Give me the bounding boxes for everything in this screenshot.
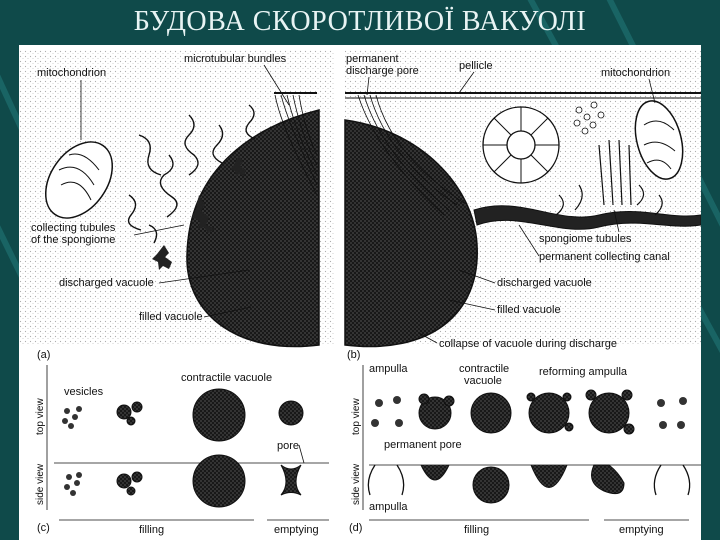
label-top-view-c: top view bbox=[35, 398, 46, 435]
small-vacuoles-side-c bbox=[116, 471, 143, 496]
label-permanent-canal: permanent collecting canal bbox=[539, 251, 670, 263]
panel-c: top view side view vesicles contractile … bbox=[35, 365, 329, 536]
leader-mitochondrion-b bbox=[648, 78, 656, 104]
collecting-canal-b bbox=[473, 205, 701, 230]
contractile-vacuole-top-c bbox=[192, 388, 246, 442]
label-emptying-d: emptying bbox=[619, 524, 664, 536]
ampullae-stage6 bbox=[657, 397, 687, 429]
vacuole-stage5 bbox=[585, 389, 635, 435]
label-filling-d: filling bbox=[464, 524, 489, 536]
label-ampulla-side: ampulla bbox=[369, 501, 408, 513]
leader-pore bbox=[298, 444, 305, 464]
label-emptying-c: emptying bbox=[274, 524, 319, 536]
ampulla-side-stage6 bbox=[653, 464, 691, 496]
label-filling-c: filling bbox=[139, 524, 164, 536]
leader-collecting-tubules bbox=[133, 224, 185, 236]
panel-b: permanent discharge pore pellicle mitoch… bbox=[344, 50, 701, 361]
microtubular-bundle-b bbox=[357, 94, 465, 216]
vacuole-b bbox=[344, 119, 478, 348]
ampulla-cross-section bbox=[506, 130, 536, 160]
ampulla-side-stage1 bbox=[367, 464, 405, 496]
panel-b-id: (b) bbox=[347, 349, 360, 361]
label-contractile-vacuole-c: contractile vacuole bbox=[181, 372, 272, 384]
collecting-tubules-a bbox=[127, 104, 256, 244]
vesicles-side-c bbox=[64, 472, 82, 496]
label-permanent-pore-d: permanent pore bbox=[384, 439, 462, 451]
leader-permanent-pore bbox=[366, 76, 370, 96]
microtubular-bundle-a bbox=[274, 94, 318, 196]
mitochondrion-cristae-a bbox=[58, 153, 100, 201]
label-reforming-ampulla: reforming ampulla bbox=[539, 366, 628, 378]
label-contractile-2: vacuole bbox=[464, 375, 502, 387]
vacuole-side-stage2 bbox=[420, 464, 450, 481]
spongiome-radials bbox=[483, 107, 559, 183]
vacuole-stage3 bbox=[470, 392, 512, 434]
vacuole-a bbox=[186, 109, 320, 348]
vacuole-side-stage4 bbox=[530, 464, 568, 488]
label-side-view-d: side view bbox=[351, 463, 362, 505]
label-pore: pore bbox=[277, 440, 299, 452]
label-discharged-vacuole-b: discharged vacuole bbox=[497, 277, 592, 289]
leader-filled-vacuole-a bbox=[203, 306, 252, 318]
figure-canvas: mitochondrion microtubular bundles colle… bbox=[19, 50, 701, 536]
mitochondrion-cristae-b bbox=[643, 120, 676, 170]
vesicles-top-c bbox=[62, 406, 82, 429]
vacuole-stage2 bbox=[418, 393, 455, 430]
label-contractile-1: contractile bbox=[459, 363, 509, 375]
vacuole-side-stage3 bbox=[472, 466, 510, 504]
label-microtubular-bundles: microtubular bundles bbox=[184, 53, 287, 65]
leader-discharged-vacuole-b bbox=[458, 269, 496, 284]
emptying-vacuole-top-c bbox=[278, 400, 304, 426]
slide-title: БУДОВА СКОРОТЛИВОЇ ВАКУОЛІ bbox=[133, 6, 587, 37]
ampullae-stage1 bbox=[371, 396, 403, 427]
label-mitochondrion-a: mitochondrion bbox=[37, 67, 106, 79]
small-vacuoles-top-c bbox=[116, 401, 143, 426]
label-filled-vacuole-a: filled vacuole bbox=[139, 311, 203, 323]
panel-d-id: (d) bbox=[349, 522, 362, 534]
label-spongiome-tubules: spongiome tubules bbox=[539, 233, 632, 245]
leader-permanent-canal bbox=[518, 224, 540, 257]
label-permanent-pore-2: discharge pore bbox=[346, 65, 419, 77]
contractile-vacuole-figure: mitochondrion microtubular bundles colle… bbox=[19, 45, 701, 540]
leader-filled-vacuole-b bbox=[448, 299, 496, 311]
spongiome-tubules-b bbox=[555, 139, 663, 216]
label-collecting-tubules-1: collecting tubules bbox=[31, 222, 116, 234]
mitochondrion-a bbox=[44, 141, 114, 219]
label-filled-vacuole-b: filled vacuole bbox=[497, 304, 561, 316]
leader-discharged-vacuole-a bbox=[158, 269, 250, 284]
contractile-vacuole-side-c bbox=[192, 454, 246, 508]
leader-pellicle bbox=[458, 71, 475, 94]
label-vesicles: vesicles bbox=[64, 386, 104, 398]
label-side-view-c: side view bbox=[35, 463, 46, 505]
leader-collapse bbox=[418, 332, 438, 344]
leader-microtubular-bundles bbox=[263, 64, 290, 106]
label-collecting-tubules-2: of the spongiome bbox=[31, 234, 115, 246]
label-mitochondrion-b: mitochondrion bbox=[601, 67, 670, 79]
emptying-vacuole-side-c bbox=[280, 464, 302, 496]
vacuole-side-stage5 bbox=[591, 464, 625, 495]
label-top-view-d: top view bbox=[351, 398, 362, 435]
label-ampulla-top: ampulla bbox=[369, 363, 408, 375]
tubule-branches-a bbox=[152, 155, 246, 270]
label-discharged-vacuole-a: discharged vacuole bbox=[59, 277, 154, 289]
panel-d: top view side view ampulla contractile v… bbox=[349, 363, 701, 536]
label-collapse: collapse of vacuole during discharge bbox=[439, 338, 617, 350]
panel-a-id: (a) bbox=[37, 349, 50, 361]
panel-c-id: (c) bbox=[37, 522, 50, 534]
panel-a: mitochondrion microtubular bundles colle… bbox=[19, 50, 334, 361]
vesicle-cluster-b bbox=[573, 101, 605, 135]
mitochondrion-b bbox=[634, 100, 684, 180]
vacuole-stage4 bbox=[526, 392, 574, 434]
label-permanent-pore-1: permanent bbox=[346, 53, 399, 65]
leader-spongiome-tubules bbox=[613, 209, 620, 233]
label-pellicle: pellicle bbox=[459, 60, 493, 72]
